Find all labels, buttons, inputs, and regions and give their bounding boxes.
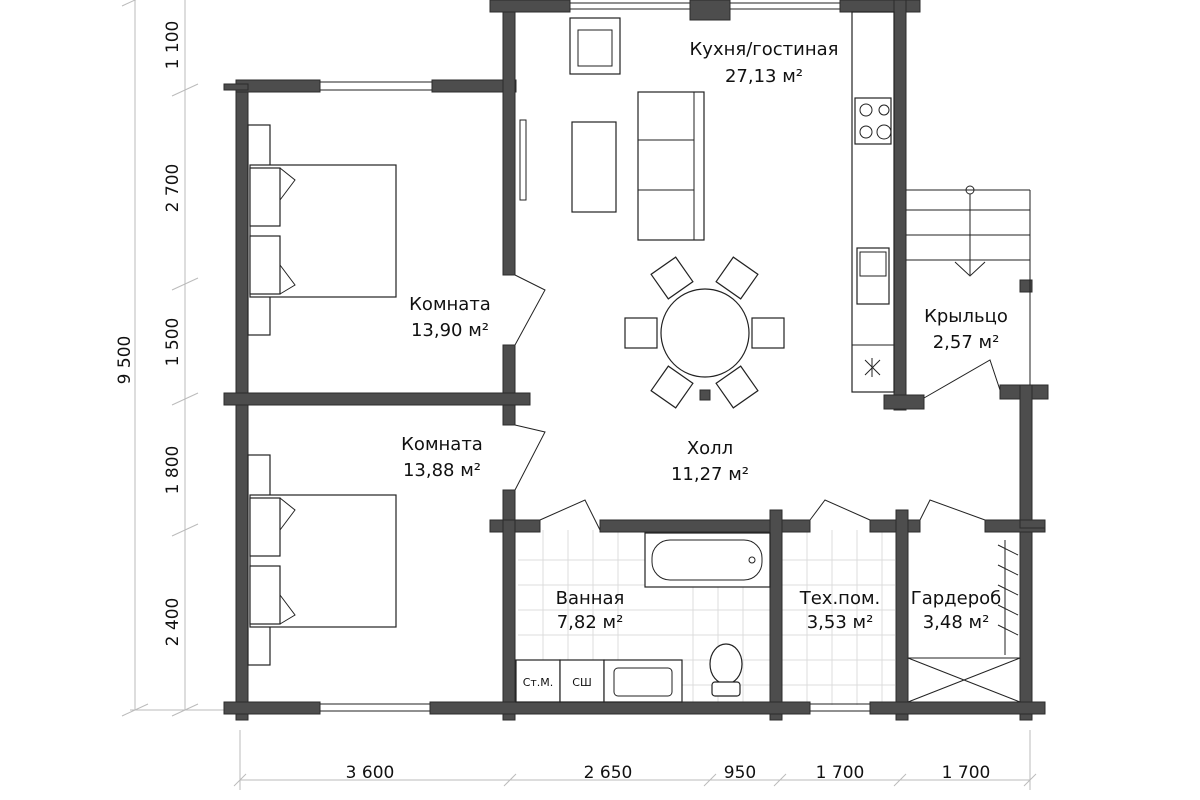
dim-horizontal-1: 3 600: [346, 763, 395, 783]
room-name-tech: Тех.пом.: [799, 588, 881, 609]
dim-vertical-total: 9 500: [115, 336, 135, 385]
dim-vertical-1: 1 100: [163, 21, 183, 70]
room-name-bedroom-2: Комната: [401, 434, 483, 455]
dim-vertical-5: 2 400: [163, 598, 183, 647]
sink-cabinet: [603, 659, 683, 703]
doors: [514, 119, 1001, 531]
room-name-porch: Крыльцо: [924, 306, 1008, 327]
room-name-hall: Холл: [687, 438, 733, 459]
armchair-seat: [577, 29, 613, 67]
dim-horizontal-5: 1 700: [942, 763, 991, 783]
bathtub-inner: [651, 539, 763, 581]
room-area-bedroom-2: 13,88 м²: [403, 460, 481, 481]
dimension-lines: [121, 0, 1037, 790]
dryer-label: СШ: [572, 676, 591, 689]
dim-horizontal-3: 950: [724, 763, 756, 783]
dim-vertical-4: 1 800: [163, 446, 183, 495]
room-area-bathroom: 7,82 м²: [557, 612, 624, 633]
dim-horizontal-2: 2 650: [584, 763, 633, 783]
bed-bottom: [247, 454, 397, 666]
sofa: [637, 91, 705, 241]
porch-stairs-arrow-icon: [954, 185, 986, 277]
room-name-bedroom-1: Комната: [409, 294, 491, 315]
wardrobe: [907, 540, 1021, 703]
coffee-table: [571, 121, 617, 213]
room-area-bedroom-1: 13,90 м²: [411, 320, 489, 341]
room-name-bathroom: Ванная: [556, 588, 625, 609]
dim-horizontal-4: 1 700: [816, 763, 865, 783]
washer-label: Ст.М.: [523, 676, 554, 689]
bed-top: [247, 124, 397, 336]
sink: [613, 667, 673, 697]
bathtub-drain: [748, 556, 756, 564]
room-name-wardrobe: Гардероб: [911, 588, 1002, 609]
tech-room-tiles: [782, 530, 895, 705]
room-area-tech: 3,53 м²: [807, 612, 874, 633]
dim-vertical-3: 1 500: [163, 318, 183, 367]
toilet: [709, 643, 743, 697]
dining-set: [624, 256, 785, 409]
walls: [223, 0, 1049, 721]
room-area-hall: 11,27 м²: [671, 464, 749, 485]
kitchen-counter: [851, 11, 895, 393]
room-area-kitchen: 27,13 м²: [725, 66, 803, 87]
room-area-wardrobe: 3,48 м²: [923, 612, 990, 633]
room-name-kitchen: Кухня/гостиная: [690, 39, 839, 60]
room-area-porch: 2,57 м²: [933, 332, 1000, 353]
washer: [515, 659, 561, 703]
dim-vertical-2: 2 700: [163, 164, 183, 213]
